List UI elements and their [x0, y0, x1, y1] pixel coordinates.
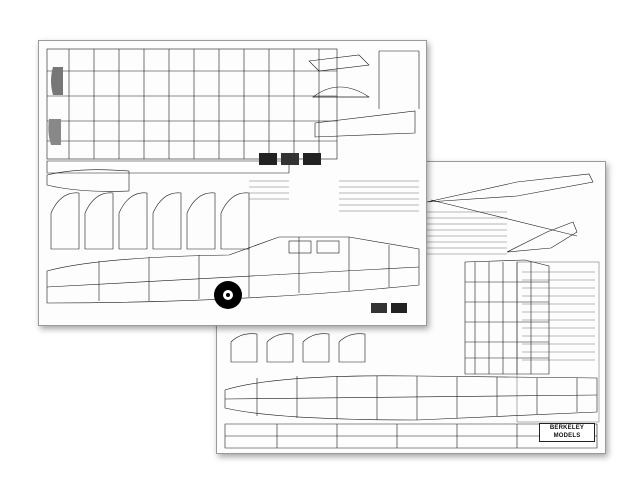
plan-drawing-back [224, 173, 600, 449]
rib-templates-back [230, 333, 366, 363]
plan-drawing-front [46, 48, 420, 313]
photo-thumbnail-3 [303, 153, 321, 165]
leading-edge-shaded [48, 119, 61, 145]
instruction-text-lines [427, 211, 595, 361]
tail-fin-drawing [464, 259, 550, 375]
photo-thumbnail-2 [281, 153, 299, 165]
fuselage-top-view [46, 160, 290, 192]
wing-panel-drawing-lower [224, 423, 598, 449]
rib-templates-front [50, 192, 250, 250]
brand-stamp: BERKELEY MODELS [539, 423, 595, 442]
photo-thumbnail-4 [371, 303, 387, 313]
fuselage-side-view [46, 236, 420, 304]
detail-drawings-top-right [308, 50, 420, 138]
note-text-lines [249, 180, 419, 212]
wheel-emblem-icon [214, 281, 242, 309]
brand-name: BERKELEY MODELS [549, 425, 585, 439]
photo-thumbnail-1 [259, 153, 277, 165]
wingtip-shaded [51, 67, 63, 95]
plan-sheet-front [38, 40, 427, 326]
cabin-windows [288, 240, 340, 254]
photo-thumbnail-5 [391, 303, 407, 313]
fuselage-side-drawing [224, 375, 598, 421]
aircraft-isometric-view [426, 173, 594, 253]
wing-planform-drawing [46, 48, 338, 160]
